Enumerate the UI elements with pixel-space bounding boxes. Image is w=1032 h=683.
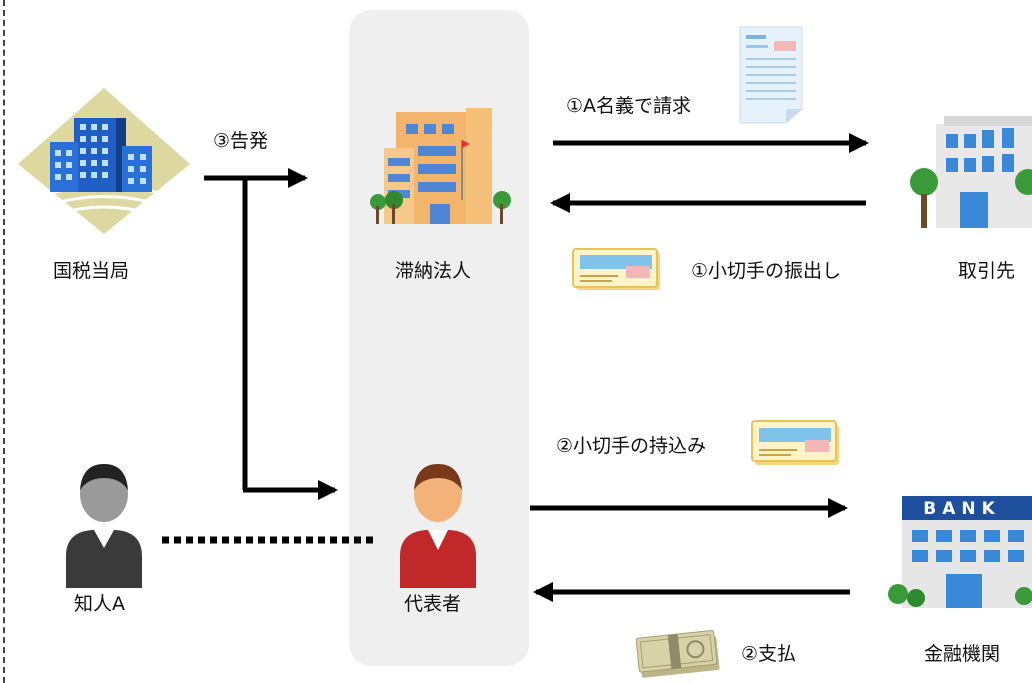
corporation-building-icon xyxy=(370,108,511,224)
tax-office-building-icon xyxy=(18,88,190,234)
client-label: 取引先 xyxy=(958,260,1016,282)
client-building-icon xyxy=(910,116,1032,228)
bank-sign-text: BANK xyxy=(923,499,1001,519)
representative-label: 代表者 xyxy=(404,593,462,615)
invoice-edge-label: ①A名義で請求 xyxy=(566,95,692,117)
invoice-document-icon xyxy=(739,26,803,124)
accuse-edge-label: ③告発 xyxy=(213,130,269,152)
delinquent-corp-label: 滞納法人 xyxy=(395,260,472,282)
dashed-frame-border xyxy=(3,0,5,683)
tax-office-label: 国税当局 xyxy=(53,260,130,282)
bank-building-icon: BANK xyxy=(888,496,1032,608)
acquaintance-label: 知人A xyxy=(74,593,125,615)
payment-edge-label: ②支払 xyxy=(741,643,797,665)
bank-label: 金融機関 xyxy=(924,643,1001,665)
check-issue-edge-label: ①小切手の振出し xyxy=(691,260,842,282)
money-bills-icon xyxy=(636,629,720,678)
check-bring-edge-label: ②小切手の持込み xyxy=(556,435,707,457)
representative-person-icon xyxy=(400,464,476,588)
check-bring-icon xyxy=(751,420,839,465)
check-icon xyxy=(572,248,660,290)
acquaintance-person-icon xyxy=(66,464,142,588)
